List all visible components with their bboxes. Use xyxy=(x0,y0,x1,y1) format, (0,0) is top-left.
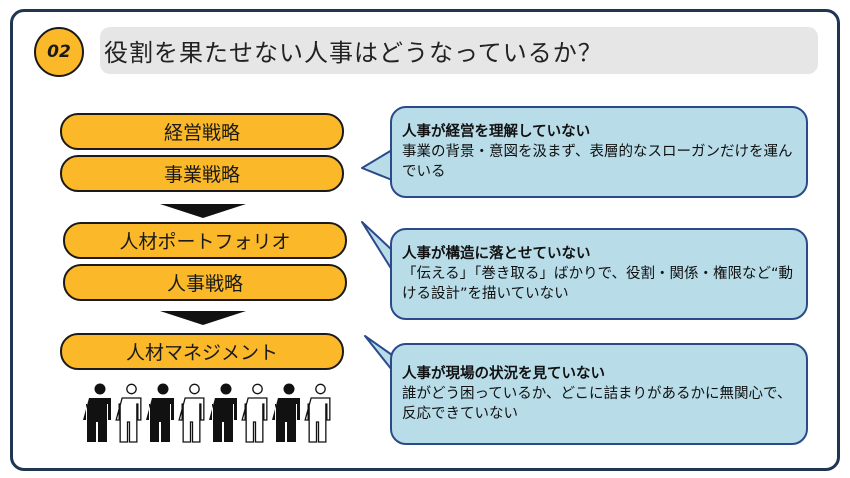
person-outline-icon xyxy=(178,383,205,443)
person-outline-icon xyxy=(115,383,142,443)
person-solid-icon xyxy=(272,383,300,442)
person-solid-icon xyxy=(83,383,111,442)
flow-step-management-strategy: 経営戦略 xyxy=(60,113,344,150)
callout-body: 事業の背景・意図を汲まず、表層的なスローガンだけを運んでいる xyxy=(402,144,793,180)
callout-heading: 人事が構造に落とせていない xyxy=(402,246,591,262)
callout-tail xyxy=(361,221,393,271)
section-number-badge: 02 xyxy=(34,27,84,77)
callout-body: 「伝える」「巻き取る」ばかりで、役割・関係・権限など“動ける設計”を描いていない xyxy=(402,266,794,302)
callout-heading: 人事が現場の状況を見ていない xyxy=(402,366,605,382)
arrow-down-icon xyxy=(160,311,246,325)
callout-3: 人事が現場の状況を見ていない 誰がどう困っているか、どこに詰まりがあるかに無関心… xyxy=(390,343,808,445)
callout-1: 人事が経営を理解していない 事業の背景・意図を汲まず、表層的なスローガンだけを運… xyxy=(390,106,808,198)
people-group-icon xyxy=(83,383,331,443)
slide-frame xyxy=(10,9,840,471)
callout-tail xyxy=(361,149,393,181)
callout-2: 人事が構造に落とせていない 「伝える」「巻き取る」ばかりで、役割・関係・権限など… xyxy=(390,228,808,320)
person-outline-icon xyxy=(241,383,268,443)
person-solid-icon xyxy=(146,383,174,442)
arrow-down-icon xyxy=(160,204,246,218)
flow-step-talent-management: 人材マネジメント xyxy=(60,333,344,370)
flow-step-talent-portfolio: 人材ポートフォリオ xyxy=(63,222,347,259)
flow-step-hr-strategy: 人事戦略 xyxy=(63,264,347,301)
flow-step-business-strategy: 事業戦略 xyxy=(60,155,344,192)
person-solid-icon xyxy=(209,383,237,442)
page-title: 役割を果たせない人事はどうなっているか？ xyxy=(100,27,818,74)
callout-tail xyxy=(364,335,393,371)
callout-heading: 人事が経営を理解していない xyxy=(402,124,591,140)
callout-body: 誰がどう困っているか、どこに詰まりがあるかに無関心で、反応できていない xyxy=(402,386,792,422)
person-outline-icon xyxy=(304,383,331,443)
